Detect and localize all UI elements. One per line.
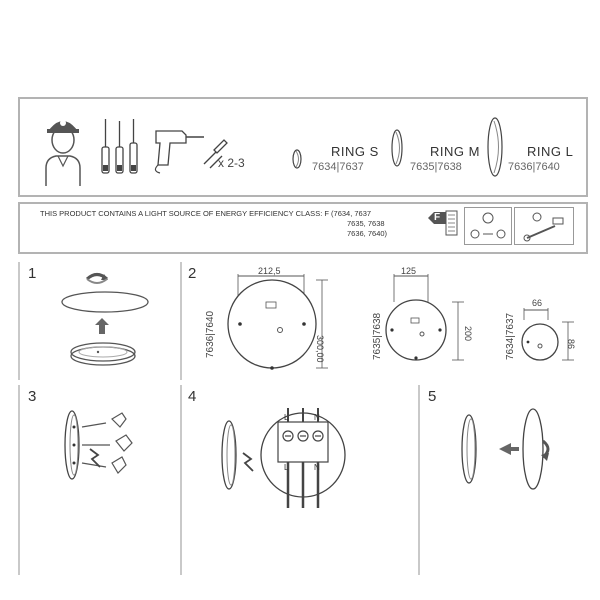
ring-side-view [221, 420, 254, 490]
warning-box-1 [464, 207, 512, 245]
attach-cover-drawing [461, 408, 550, 490]
terminal-top-l: L [284, 413, 289, 422]
ring-l-name: RING L [527, 144, 574, 159]
ring-l-codes: 7636|7640 [508, 161, 560, 173]
step-4-number: 4 [188, 388, 197, 405]
terminal-bottom-n: N [314, 463, 320, 472]
dim-m-height: 200 [463, 326, 473, 342]
up-arrow-icon [95, 318, 109, 334]
rotate-arrow-icon [85, 273, 109, 284]
step-1-number: 1 [28, 265, 37, 282]
ring-m-icon [391, 129, 403, 167]
step-3-number: 3 [28, 388, 37, 405]
energy-text-line2: 7635, 7638 [347, 219, 385, 228]
ring-m-backplate [385, 274, 464, 361]
step-5-divider [418, 385, 420, 575]
step-3-divider [18, 385, 20, 575]
ring-m-codes: 7635|7638 [410, 161, 462, 173]
sun-person-icon [470, 212, 506, 239]
wall-mount-drawing [64, 410, 133, 480]
ring-s-icon [292, 149, 302, 169]
energy-text-line1: THIS PRODUCT CONTAINS A LIGHT SOURCE OF … [40, 209, 372, 218]
step-1-right-divider [180, 262, 182, 380]
quantity-label: x 2-3 [218, 156, 245, 170]
screw-plug-icon [203, 139, 228, 169]
step-3-right-divider [180, 385, 182, 575]
energy-class-letter: F [434, 212, 441, 223]
energy-panel [18, 202, 588, 254]
energy-label-icon: F [428, 210, 458, 236]
diffuser-cover [61, 291, 149, 313]
dim-m-codes: 7635|7638 [372, 312, 383, 360]
dim-s-width: 66 [532, 298, 543, 308]
ring-s-name: RING S [331, 144, 379, 159]
dim-l-codes: 7636|7640 [205, 310, 216, 358]
ring-s-backplate [521, 308, 574, 361]
terminal-block-zoom [260, 408, 346, 508]
energy-text-line3: 7636, 7640) [347, 229, 388, 238]
ring-s-codes: 7634|7637 [312, 161, 364, 173]
dim-s-codes: 7634|7637 [505, 312, 516, 360]
step-1-divider [18, 262, 20, 380]
ring-l-backplate [227, 274, 328, 370]
ring-l-icon [487, 117, 503, 177]
dim-m-width: 125 [401, 266, 417, 276]
dim-l-width: 212,5 [258, 266, 281, 276]
dim-s-height: 86 [566, 339, 576, 350]
screwdriver-icon [101, 119, 138, 174]
step-2-number: 2 [188, 265, 197, 282]
warning-box-2 [514, 207, 574, 245]
worker-icon [45, 120, 81, 186]
ring-m-name: RING M [430, 144, 480, 159]
terminal-top-n: N [314, 413, 320, 422]
drill-icon [154, 130, 204, 174]
dim-l-height: 300,00 [315, 335, 325, 363]
lamp-base [70, 342, 136, 366]
terminal-bottom-l: L [284, 463, 289, 472]
repair-person-icon [523, 212, 564, 242]
step-5-number: 5 [428, 388, 437, 405]
tools-panel [18, 97, 588, 197]
